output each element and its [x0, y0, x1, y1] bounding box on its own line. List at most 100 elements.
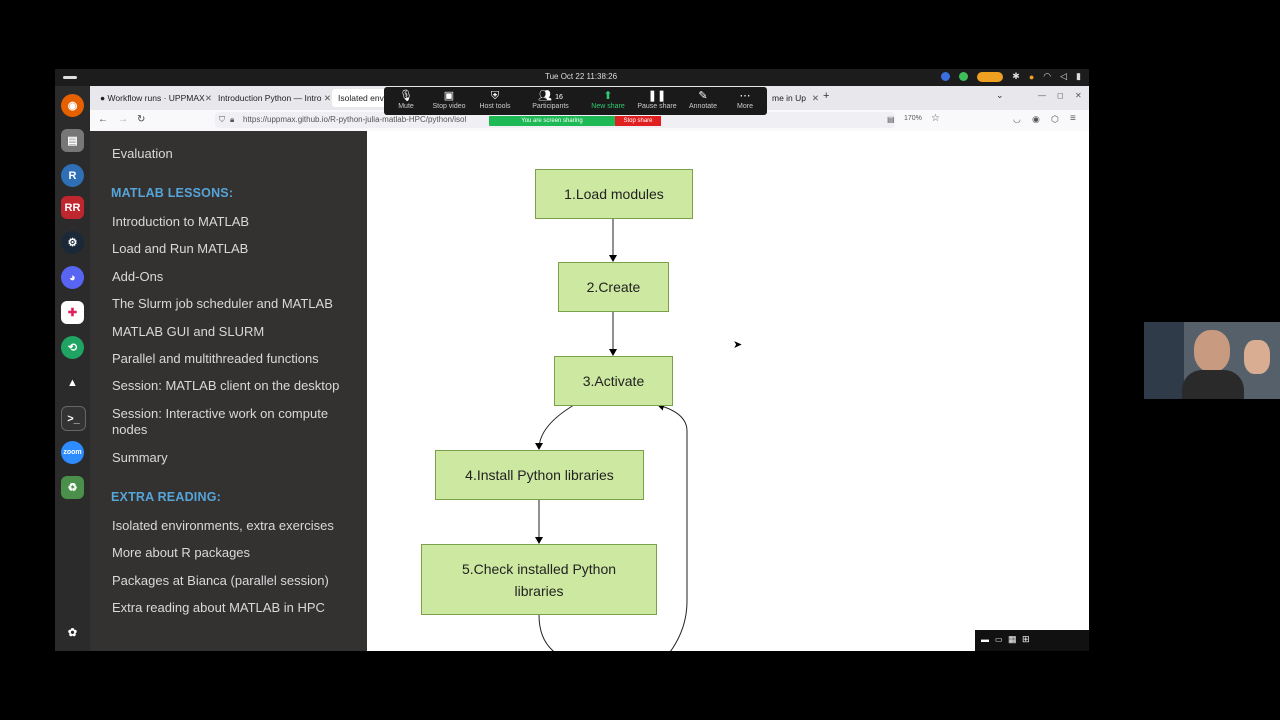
notification-pill-icon[interactable]: [977, 71, 1004, 82]
steam-icon[interactable]: ⚙: [61, 231, 84, 254]
stop-video-button[interactable]: ▣Stop video: [424, 90, 474, 110]
system-top-bar: Tue Oct 22 11:38:26 ✱ ● ◠ ◁ ▮: [55, 69, 1089, 86]
application-dock: ◉ ▤ R RR ⚙ ◕ ✚ ⟲ ▲ >_ zoom ♻ ✿: [55, 86, 91, 651]
sidebar-item-parallel[interactable]: Parallel and multithreaded functions: [112, 351, 319, 366]
terminal-icon[interactable]: >_: [61, 406, 86, 431]
zoom-level[interactable]: 170%: [904, 115, 922, 122]
show-apps-icon[interactable]: ✿: [61, 621, 84, 644]
tab-label: Workflow runs · UPPMAX: [107, 93, 205, 103]
reload-icon[interactable]: ↻: [137, 114, 146, 125]
diagram-step-install-libraries: 4.Install Python libraries: [435, 450, 644, 500]
loop-line-down: [538, 614, 554, 651]
arrow-activate-to-install: [535, 404, 575, 450]
sync-app-icon[interactable]: ⟲: [61, 336, 84, 359]
back-arrow-icon[interactable]: ←: [98, 114, 108, 125]
trash-icon[interactable]: ♻: [61, 476, 84, 499]
loop-arrow-back-to-activate: [657, 402, 688, 651]
sidebar-item-slurm-matlab[interactable]: The Slurm job scheduler and MATLAB: [112, 296, 333, 311]
close-tab-icon[interactable]: ✕: [811, 93, 819, 103]
sidebar-item-load-run-matlab[interactable]: Load and Run MATLAB: [112, 241, 249, 256]
video-background: [1144, 322, 1184, 399]
minimize-video-icon[interactable]: ▬: [981, 635, 989, 644]
slack-icon[interactable]: ✚: [61, 301, 84, 324]
microphone-icon[interactable]: ●: [1028, 71, 1035, 82]
pencil-icon: ✎: [698, 90, 708, 102]
mute-button[interactable]: 🎙︎Mute: [381, 90, 431, 110]
forward-arrow-icon[interactable]: →: [118, 114, 128, 125]
gallery-strip-icon[interactable]: ▦: [1008, 634, 1017, 644]
sidebar-item-intro-matlab[interactable]: Introduction to MATLAB: [112, 214, 250, 229]
sidebar-item-isolated-extra[interactable]: Isolated environments, extra exercises: [112, 518, 334, 533]
tab-welcome[interactable]: me in Up ✕: [766, 89, 822, 107]
pocket-icon[interactable]: ◡: [1013, 114, 1021, 124]
pause-icon: ❚❚: [647, 90, 667, 102]
extensions-icon[interactable]: ⬡: [1051, 114, 1059, 124]
annotate-button[interactable]: ✎Annotate: [678, 90, 728, 110]
diagram-step-activate: 3.Activate: [554, 356, 673, 406]
tab-isolated-environments[interactable]: Isolated envi: [332, 89, 388, 107]
wifi-icon[interactable]: ◠: [1043, 71, 1052, 81]
new-share-button[interactable]: ⬆New share: [583, 90, 633, 110]
minimize-window-icon[interactable]: —: [1038, 91, 1046, 100]
main-content: 1.Load modules 2.Create 3.Activate 4.Ins…: [367, 131, 1089, 651]
files-icon[interactable]: ▤: [61, 129, 84, 152]
maximize-window-icon[interactable]: ◻: [1057, 91, 1064, 100]
pause-share-button[interactable]: ❚❚Pause share: [632, 90, 682, 110]
diagram-step-load-modules: 1.Load modules: [535, 169, 693, 219]
sidebar-item-gui-slurm[interactable]: MATLAB GUI and SLURM: [112, 324, 265, 339]
tab-label: Introduction Python — Intro: [218, 93, 322, 103]
new-tab-icon[interactable]: +: [823, 90, 830, 102]
sidebar-item-evaluation[interactable]: Evaluation: [112, 146, 173, 161]
reader-view-icon[interactable]: ▤: [887, 115, 895, 124]
zoom-tray-icon[interactable]: [941, 72, 951, 81]
participant-body: [1182, 370, 1244, 399]
gallery-view-icon[interactable]: ⊞: [1022, 634, 1030, 644]
sidebar-item-session-interactive[interactable]: Session: Interactive work on compute nod…: [112, 406, 329, 437]
sidebar-caption-extra: EXTRA READING:: [111, 490, 221, 504]
sidebar-item-matlab-hpc[interactable]: Extra reading about MATLAB in HPC: [112, 600, 325, 615]
inkscape-icon[interactable]: ▲: [61, 371, 84, 394]
speaker-view-icon[interactable]: ▭: [995, 635, 1003, 644]
sidebar-item-session-desktop[interactable]: Session: MATLAB client on the desktop: [112, 378, 340, 393]
menu-hamburger-icon[interactable]: ≡: [1070, 113, 1076, 124]
system-tray: ✱ ● ◠ ◁ ▮: [941, 71, 1081, 82]
zoom-app-icon[interactable]: zoom: [61, 441, 84, 464]
host-tools-button[interactable]: ⛨Host tools: [470, 90, 520, 110]
discord-icon[interactable]: ◕: [61, 266, 84, 289]
tab-introduction-python[interactable]: Introduction Python — Intro ✕: [212, 89, 334, 107]
battery-icon[interactable]: ▮: [1076, 71, 1081, 81]
diagram-step-check-libraries: 5.Check installed Python libraries: [421, 544, 657, 615]
list-tabs-chevron-icon[interactable]: ⌄: [996, 90, 1004, 100]
bluetooth-icon[interactable]: ✱: [1012, 71, 1020, 81]
screen-sharing-banner: You are screen sharing: [489, 116, 615, 126]
participant-video-thumbnail[interactable]: [1144, 322, 1280, 399]
volume-icon[interactable]: ◁: [1060, 71, 1068, 81]
shield-icon: ⛨: [490, 90, 500, 102]
firefox-icon[interactable]: ◉: [61, 94, 84, 117]
sidebar-item-summary[interactable]: Summary: [112, 450, 168, 465]
mouse-cursor-icon: ➤: [733, 339, 743, 351]
r-language-icon[interactable]: R: [61, 164, 84, 187]
sidebar-item-bianca-packages[interactable]: Packages at Bianca (parallel session): [112, 573, 329, 588]
sidebar-item-addons[interactable]: Add-Ons: [112, 269, 164, 284]
shield-icon: ⛉: [219, 115, 225, 124]
close-tab-icon[interactable]: ✕: [323, 93, 331, 103]
tab-label: me in Up: [772, 93, 807, 103]
close-tab-icon[interactable]: ✕: [204, 93, 212, 103]
stop-share-button[interactable]: Stop share: [615, 116, 661, 126]
system-clock[interactable]: Tue Oct 22 11:38:26: [545, 72, 618, 81]
close-window-icon[interactable]: ✕: [1075, 91, 1082, 100]
app-tray-icon[interactable]: [959, 72, 969, 81]
url-text: https://uppmax.github.io/R-python-julia-…: [243, 115, 467, 124]
sidebar-caption-matlab: MATLAB LESSONS:: [111, 186, 234, 200]
bookmark-star-icon[interactable]: ☆: [931, 113, 940, 124]
rstudio-icon[interactable]: RR: [61, 196, 84, 219]
tab-workflow-runs[interactable]: ● Workflow runs · UPPMAX ✕: [94, 89, 215, 107]
github-icon: ●: [100, 93, 106, 103]
sidebar-item-r-packages[interactable]: More about R packages: [112, 545, 251, 560]
more-button[interactable]: ⋯More: [720, 90, 770, 110]
account-icon[interactable]: ◉: [1032, 114, 1040, 124]
activities-button[interactable]: [63, 76, 77, 79]
